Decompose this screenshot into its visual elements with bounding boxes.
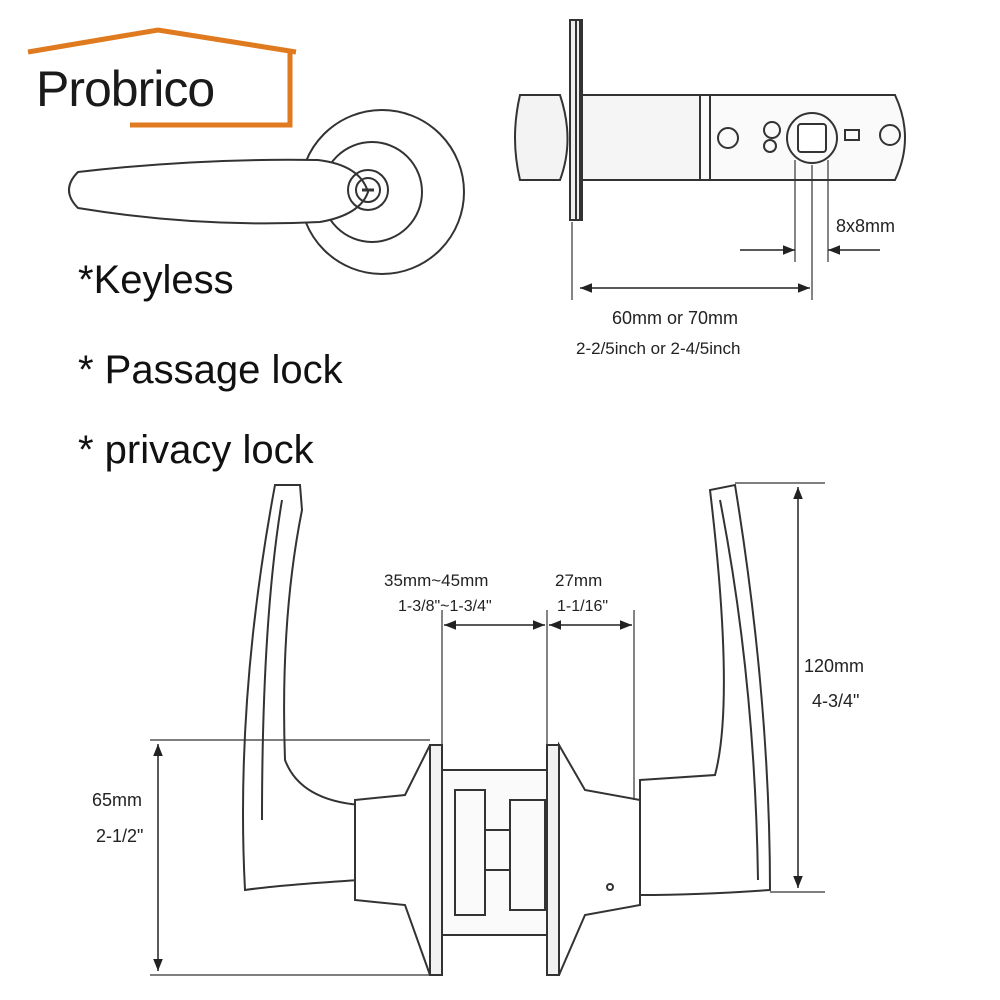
door-thickness-imperial-label: 1-3/8"~1-3/4" — [398, 598, 492, 615]
backset-metric-label: 60mm or 70mm — [612, 308, 738, 328]
rose-depth-metric-label: 27mm — [555, 571, 602, 590]
door-thickness-metric-label: 35mm~45mm — [384, 571, 488, 590]
brand-logo: Probrico — [36, 61, 215, 117]
rose-diameter-imperial-label: 2-1/2" — [96, 826, 143, 846]
rose-diameter-metric-label: 65mm — [92, 790, 142, 810]
side-view-dimension-lines — [153, 487, 803, 971]
feature-keyless: *Keyless — [78, 258, 234, 302]
feature-passage-lock: * Passage lock — [78, 348, 343, 392]
feature-privacy-lock: * privacy lock — [78, 428, 314, 472]
lever-handle-front-view — [68, 109, 465, 275]
lever-set-side-view — [242, 483, 772, 976]
lever-height-metric-label: 120mm — [804, 656, 864, 676]
side-view-extension-lines — [150, 482, 825, 976]
latch-dimension-lines — [580, 245, 880, 293]
latch-drawing — [514, 19, 906, 300]
spindle-size-label: 8x8mm — [836, 216, 895, 236]
lever-height-imperial-label: 4-3/4" — [812, 691, 859, 711]
rose-depth-imperial-label: 1-1/16" — [557, 598, 608, 615]
backset-imperial-label: 2-2/5inch or 2-4/5inch — [576, 339, 740, 358]
logo-house-outline — [27, 27, 297, 128]
